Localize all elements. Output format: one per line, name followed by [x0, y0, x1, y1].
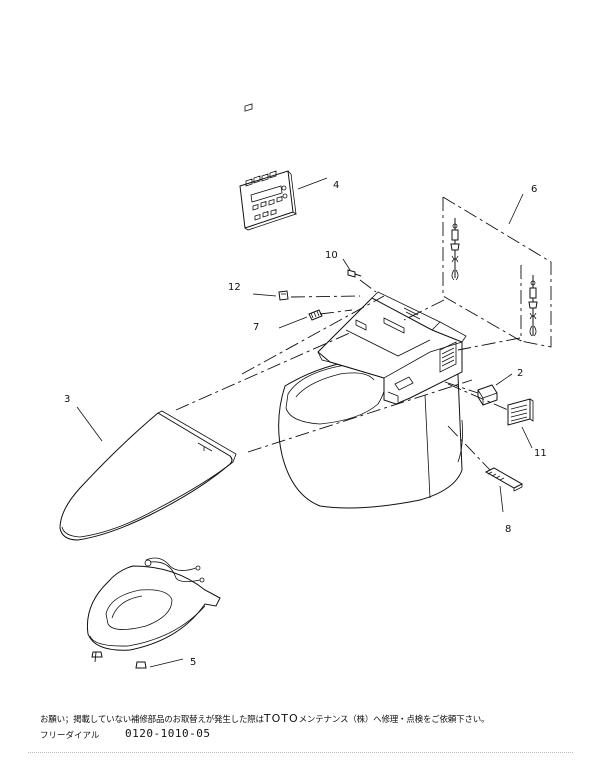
- callout-12: 12: [228, 282, 241, 293]
- toilet-lid-part: [59, 410, 237, 541]
- leader-line-7: [278, 316, 308, 329]
- callout-4: 4: [333, 180, 339, 191]
- notice-brand: TOTO: [263, 712, 299, 725]
- callout-11: 11: [534, 448, 547, 459]
- callout-8: 8: [505, 524, 511, 535]
- bottom-divider: [28, 752, 573, 753]
- leader-line-10: [342, 258, 351, 271]
- remote-control-part: [239, 103, 297, 231]
- freedial-number: 0120-1010-05: [125, 727, 211, 740]
- callout-5: 5: [190, 657, 196, 668]
- clip-part-12: [278, 290, 289, 301]
- toilet-seat-part: [86, 557, 221, 669]
- notice-prefix: お願い；掲載していない補修部品のお取替えが発生した際は: [40, 715, 264, 725]
- block-part-2: [477, 384, 498, 406]
- callout-2: 2: [517, 368, 523, 379]
- freedial-label: フリーダイアル: [40, 731, 100, 741]
- alignment-lines: [175, 279, 521, 471]
- fitting-part-7: [308, 309, 323, 321]
- leader-line-2: [495, 373, 513, 386]
- callout-7: 7: [253, 322, 259, 333]
- seat-guide-line: [94, 651, 97, 663]
- screw-part-10: [347, 269, 362, 278]
- toilet-body-part: [278, 291, 467, 509]
- callout-3: 3: [64, 394, 70, 405]
- leader-line-3: [76, 406, 103, 442]
- notice-suffix: メンテナンス（株）へ修理・点検をご依頼下さい。: [298, 715, 490, 725]
- water-supply-part: [442, 196, 552, 348]
- leader-line-5: [149, 658, 184, 668]
- leader-line-8: [499, 485, 504, 513]
- leader-line-6: [508, 193, 524, 225]
- freedial-line: フリーダイアル 0120-1010-05: [40, 727, 210, 741]
- callout-10: 10: [325, 250, 338, 261]
- leader-line-12: [252, 293, 277, 297]
- grille-part-11: [507, 398, 534, 426]
- leader-line-11: [521, 426, 533, 449]
- leader-line-4: [297, 177, 328, 190]
- repair-notice: お願い；掲載していない補修部品のお取替えが発生した際はTOTOメンテナンス（株）…: [40, 712, 490, 725]
- clip-part-8: [484, 467, 524, 492]
- callout-6: 6: [531, 184, 537, 195]
